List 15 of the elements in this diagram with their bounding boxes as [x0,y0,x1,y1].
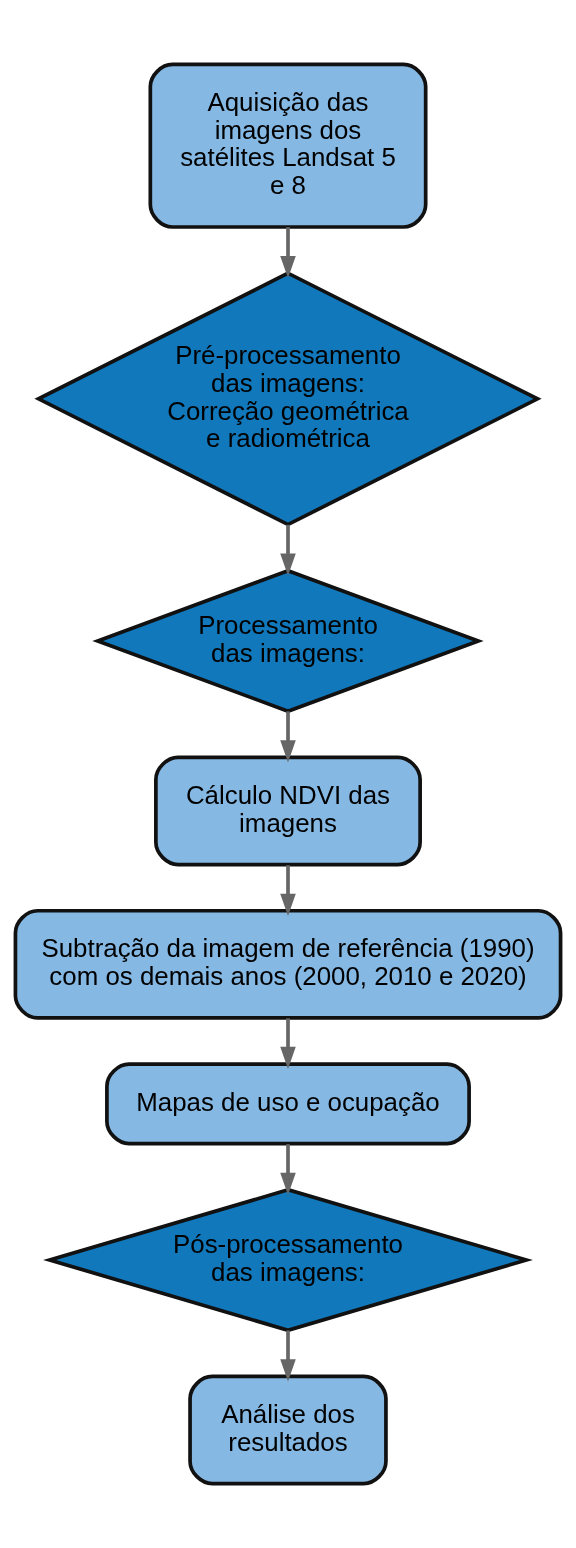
arrow [280,711,296,763]
arrow [280,865,296,916]
node-box: Análise dos resultados [188,1374,388,1486]
arrow [280,1330,296,1382]
node-diamond: Pré-processamento das imagens: Correção geométrica e radiométrica [34,271,542,527]
arrow [280,1144,296,1196]
node-diamond: Processamento das imagens: [92,568,484,714]
node-box: Mapas de uso e ocupação [105,1062,471,1146]
node-box: Subtração da imagem de referência (1990) com os demais anos (2000, 2010 e 2020) [13,908,563,1020]
arrow [280,524,296,576]
arrow [280,1018,296,1069]
node-diamond: Pós-processamento das imagens: [43,1187,533,1333]
arrow [280,227,296,279]
node-box: Aquisição das imagens dos satélites Landsat 5 e 8 [148,62,428,229]
node-box: Cálculo NDVI das imagens [154,755,422,867]
